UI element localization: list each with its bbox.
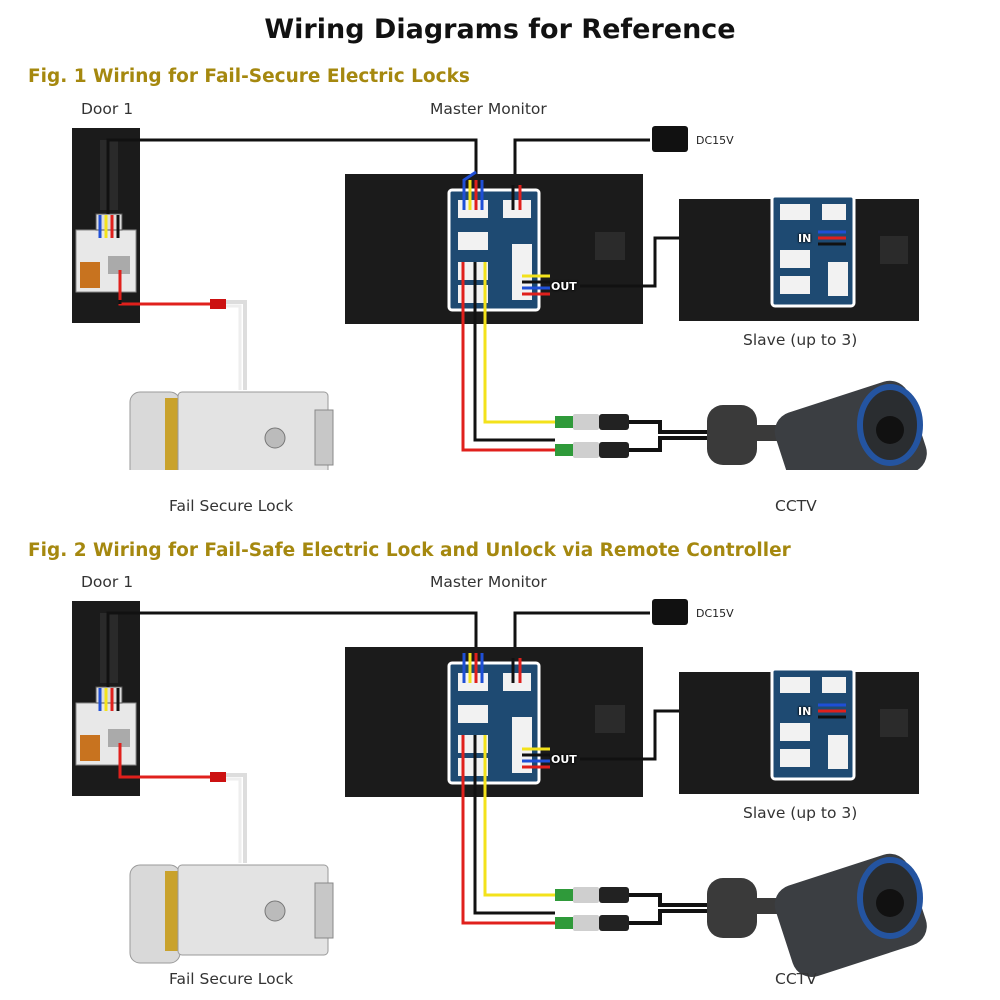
lock-label: Fail Secure Lock [169, 497, 294, 515]
figure-title: Fig. 2 Wiring for Fail-Safe Electric Loc… [28, 540, 791, 561]
cctv-label: CCTV [775, 970, 817, 988]
page-title: Wiring Diagrams for Reference [264, 14, 736, 45]
wiring-diagram [72, 599, 927, 977]
master-monitor-label: Master Monitor [430, 573, 547, 591]
figure-1: Fig. 1 Wiring for Fail-Secure Electric L… [0, 0, 1000, 515]
figure-2: Fig. 2 Wiring for Fail-Safe Electric Loc… [0, 473, 1000, 988]
slave-label: Slave (up to 3) [743, 331, 858, 349]
electric-lock-icon [129, 864, 334, 964]
electric-lock-icon [129, 391, 334, 470]
terminal-board-icon [447, 188, 541, 312]
in-label: IN [798, 705, 812, 718]
power-label: DC15V [696, 607, 734, 620]
cctv-camera-icon [707, 380, 927, 470]
terminal-board-icon [770, 667, 856, 781]
cctv-camera-icon [707, 853, 927, 977]
lock-label: Fail Secure Lock [169, 970, 294, 988]
cctv-label: CCTV [775, 497, 817, 515]
power-label: DC15V [696, 134, 734, 147]
out-label: OUT [551, 280, 577, 293]
terminal-board-icon [447, 661, 541, 785]
terminal-board-icon [770, 194, 856, 308]
door-label: Door 1 [81, 100, 134, 118]
figure-title: Fig. 1 Wiring for Fail-Secure Electric L… [28, 66, 470, 87]
master-monitor-label: Master Monitor [430, 100, 547, 118]
wiring-diagram [72, 126, 927, 470]
power-adapter-icon [652, 599, 688, 625]
power-adapter-icon [652, 126, 688, 152]
door-label: Door 1 [81, 573, 134, 591]
out-label: OUT [551, 753, 577, 766]
in-label: IN [798, 232, 812, 245]
slave-label: Slave (up to 3) [743, 804, 858, 822]
